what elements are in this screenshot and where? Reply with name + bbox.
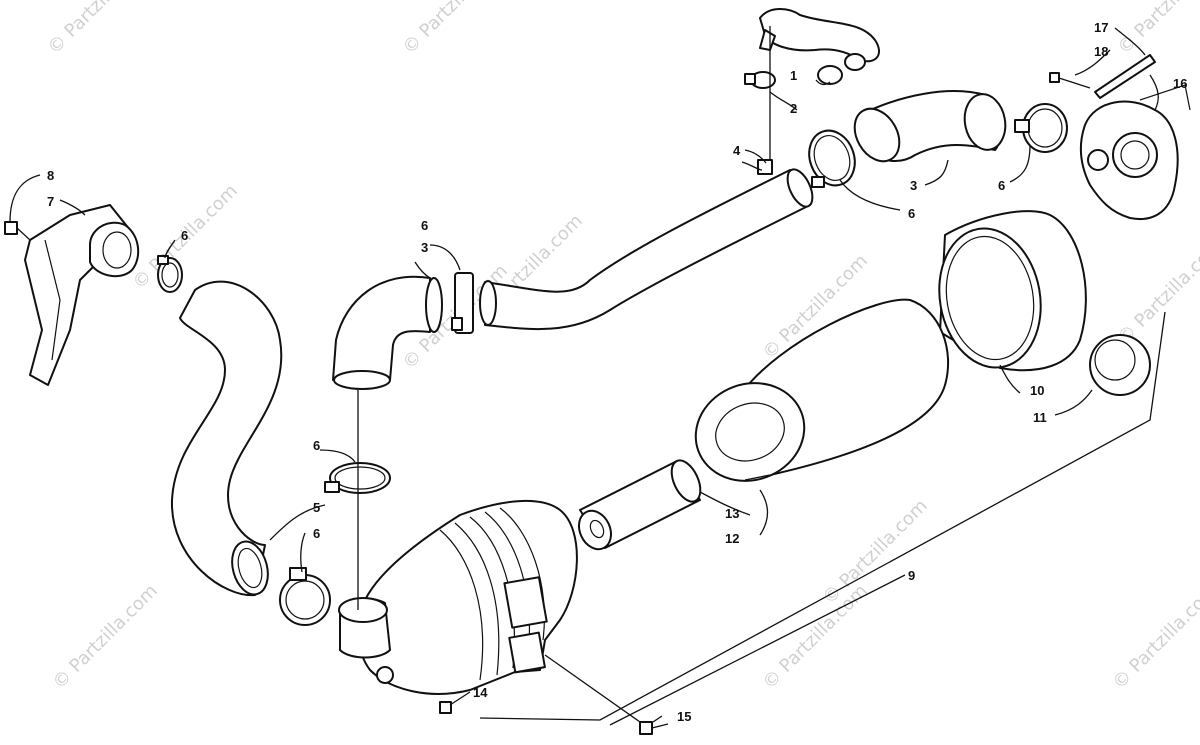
tube-4 (479, 159, 814, 331)
callout-9: 9 (908, 568, 915, 583)
callout-1: 1 (790, 68, 797, 83)
bolt-15 (639, 721, 669, 735)
clamp-6-right (808, 129, 856, 188)
bracket-7 (24, 204, 140, 386)
rod-17 (1094, 54, 1156, 99)
clamp-6-top (451, 272, 474, 334)
clamp-6-lower (279, 567, 331, 626)
callout-7: 7 (47, 194, 54, 209)
callout-4: 4 (733, 143, 741, 158)
bolt-18 (1049, 72, 1091, 89)
watermark-11: © Partzilla.com (1109, 580, 1200, 693)
watermark-10: © Partzilla.com (759, 580, 872, 693)
callout-3-right: 3 (910, 178, 917, 193)
callout-6-lower: 6 (313, 526, 320, 541)
callout-17: 17 (1094, 20, 1108, 35)
watermark-8: © Partzilla.com (49, 580, 162, 693)
seal-10 (938, 210, 1087, 372)
callout-5: 5 (313, 500, 320, 515)
callout-8: 8 (47, 168, 54, 183)
leader-lines (9, 26, 1166, 726)
hose-5 (170, 280, 283, 597)
callout-6-top: 6 (421, 218, 428, 233)
watermark-7: © Partzilla.com (1114, 235, 1200, 348)
callout-14: 14 (473, 685, 488, 700)
callout-11: 11 (1033, 410, 1047, 425)
ring-11 (1089, 334, 1151, 396)
airbox-housing (338, 500, 578, 695)
filter-12 (694, 298, 950, 482)
watermark-2: © Partzilla.com (399, 0, 512, 59)
callout-3-left: 3 (421, 240, 428, 255)
inner-filter-13 (577, 459, 702, 551)
callout-2: 2 (790, 101, 797, 116)
clamp-6-center (324, 462, 391, 494)
clamp-6-left (157, 255, 183, 293)
clamps-2 (744, 65, 843, 89)
callout-10: 10 (1030, 383, 1044, 398)
clamp-6-throttle (1014, 103, 1068, 153)
hose-1 (759, 8, 880, 71)
callout-12: 12 (725, 531, 739, 546)
callout-15: 15 (677, 709, 691, 724)
callout-16: 16 (1173, 76, 1187, 91)
callout-labels: 1 2 4 3 6 6 16 17 18 8 7 6 6 3 6 5 6 10 … (47, 20, 1187, 724)
callout-13: 13 (725, 506, 739, 521)
watermark-3: © Partzilla.com (1114, 0, 1200, 59)
callout-6-left: 6 (181, 228, 188, 243)
watermark-1: © Partzilla.com (44, 0, 157, 59)
throttle-body-16 (1079, 84, 1191, 220)
callout-6-throttle: 6 (998, 178, 1005, 193)
elbow-3-right (853, 90, 1007, 163)
callout-6-tube: 6 (908, 206, 915, 221)
callout-18: 18 (1094, 44, 1108, 59)
bolt-14 (439, 701, 452, 714)
elbow-3-left (332, 275, 443, 390)
screw-8 (4, 221, 31, 241)
callout-6-center: 6 (313, 438, 320, 453)
